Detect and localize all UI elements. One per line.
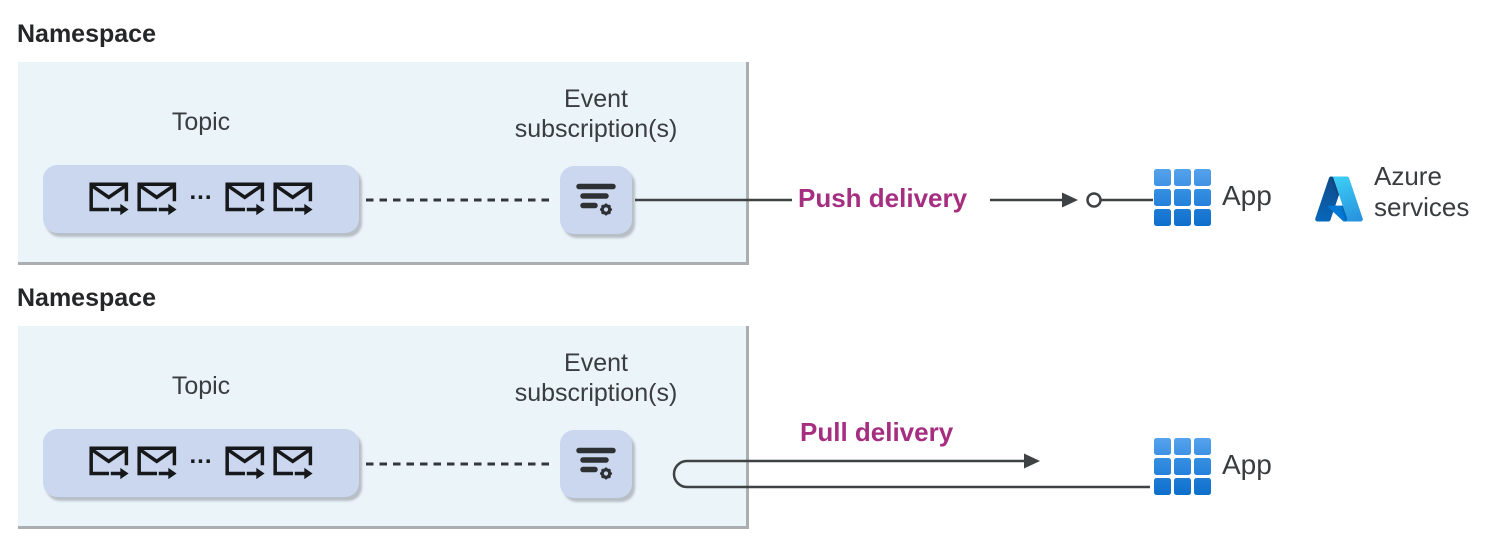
message-envelope-icon [273, 446, 313, 481]
push-delivery-label: Push delivery [798, 183, 968, 213]
message-envelope-icon [273, 182, 313, 217]
topic-label: Topic [171, 108, 231, 136]
filter-gear-icon [575, 445, 617, 483]
namespace-title: Namespace [17, 284, 156, 312]
filter-gear-icon [575, 181, 617, 219]
topic-label: Topic [171, 372, 231, 400]
message-envelope-icon [225, 446, 265, 481]
topic-node: ... [43, 165, 359, 233]
app-grid-icon [1154, 438, 1211, 495]
app-label: App [1222, 449, 1272, 480]
message-envelope-icon [137, 446, 177, 481]
app-grid-icon [1154, 169, 1211, 226]
azure-logo-icon [1315, 176, 1363, 222]
message-envelope-icon [89, 446, 129, 481]
event-subscription-node [560, 166, 632, 234]
message-envelope-icon [225, 182, 265, 217]
ellipsis: ... [189, 178, 213, 205]
socket-circle-icon [1086, 192, 1102, 208]
app-label: App [1222, 180, 1272, 211]
event-subscription-label: Event subscription(s) [514, 85, 678, 143]
pull-delivery-label: Pull delivery [800, 417, 954, 447]
namespace-title: Namespace [17, 20, 156, 48]
topic-node: ... [43, 429, 359, 497]
message-envelope-icon [89, 182, 129, 217]
ellipsis: ... [189, 442, 213, 469]
event-subscription-node [560, 430, 632, 498]
pull-arrowhead-icon [1024, 453, 1040, 469]
push-arrowhead-icon [1062, 192, 1078, 208]
azure-services-label: Azure services [1374, 161, 1470, 222]
event-subscription-label: Event subscription(s) [514, 349, 678, 407]
message-envelope-icon [137, 182, 177, 217]
